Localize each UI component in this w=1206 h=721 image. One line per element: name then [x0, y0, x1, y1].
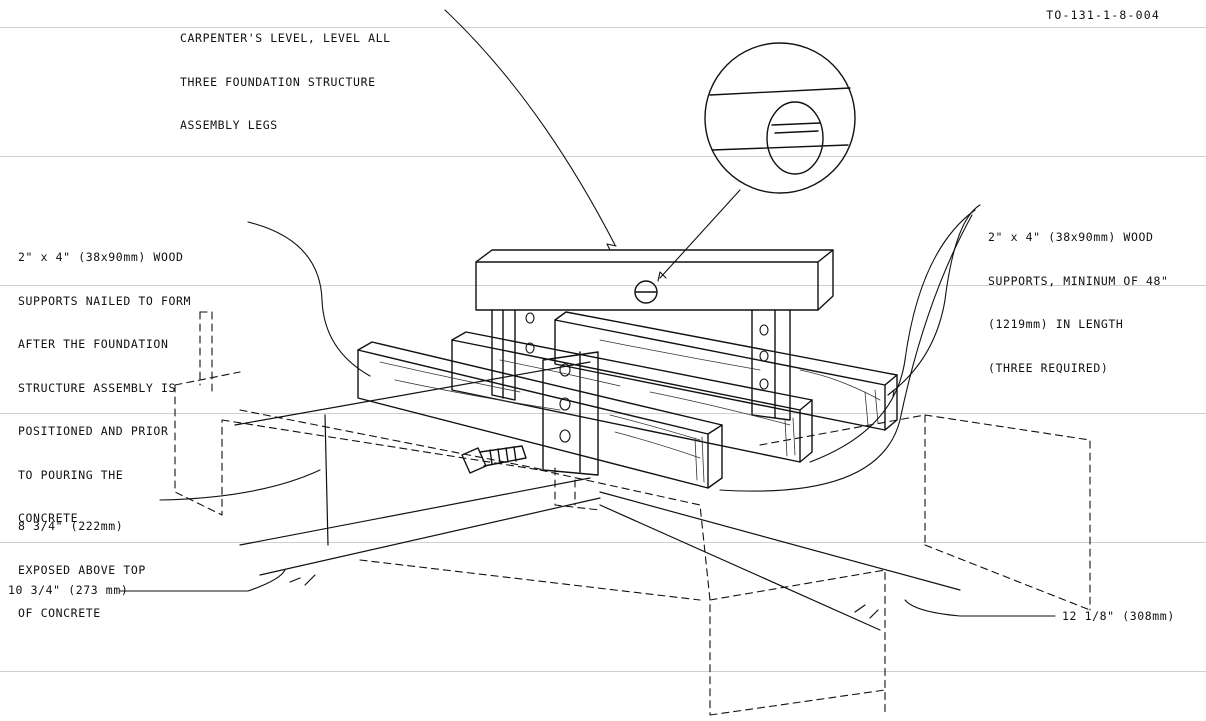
exposed-callout: 8 3/4" (222mm) EXPOSED ABOVE TOP OF CONC… [18, 490, 146, 635]
exposed-line: 8 3/4" (222mm) [18, 519, 124, 533]
dimension-lines [234, 361, 961, 631]
exposed-line: OF CONCRETE [18, 606, 101, 620]
callout-leaders [247, 9, 981, 492]
level-vial [634, 280, 658, 304]
wood-grain [379, 339, 881, 483]
dimension-leaders [119, 569, 1056, 617]
left-supports-line: TO POURING THE [18, 467, 124, 482]
page-rule [0, 27, 1206, 28]
wood-support-middle [451, 331, 813, 463]
page-rule [0, 542, 1206, 543]
exposed-dimension-leader [159, 469, 321, 501]
left-supports-line: SUPPORTS NAILED TO FORM [18, 293, 192, 308]
concrete-form-outline [174, 311, 1091, 716]
level-callout: CARPENTER'S LEVEL, LEVEL ALL THREE FOUND… [180, 2, 391, 147]
page-rule [0, 285, 1206, 286]
left-supports-line: AFTER THE FOUNDATION [18, 337, 169, 351]
page-rule [0, 671, 1206, 672]
left-supports-line: STRUCTURE ASSEMBLY IS [18, 380, 176, 395]
dimension-right-label: 12 1/8" (308mm) [1062, 609, 1175, 623]
bolt-holes [525, 312, 769, 443]
level-callout-line: ASSEMBLY LEGS [180, 118, 278, 132]
magnifier-detail [704, 42, 856, 194]
right-supports-line: SUPPORTS, MININUM OF 48" [988, 273, 1169, 288]
page-rule [0, 156, 1206, 157]
page-rule [0, 413, 1206, 414]
left-supports-callout: 2" x 4" (38x90mm) WOOD SUPPORTS NAILED T… [18, 221, 191, 540]
left-supports-line: CONCRETE [18, 511, 79, 525]
right-supports-callout: 2" x 4" (38x90mm) WOOD SUPPORTS, MININUM… [988, 201, 1169, 390]
wood-support-front [357, 341, 723, 489]
right-supports-line: (THREE REQUIRED) [988, 360, 1109, 375]
dimension-left-label: 10 3/4" (273 mm) [8, 583, 129, 597]
left-supports-line: POSITIONED AND PRIOR [18, 424, 169, 438]
right-supports-line: (1219mm) IN LENGTH [988, 317, 1124, 331]
left-supports-line: 2" x 4" (38x90mm) WOOD [18, 250, 184, 264]
level-callout-line: THREE FOUNDATION STRUCTURE [180, 74, 376, 89]
figure-code: TO-131-1-8-004 [1046, 8, 1160, 22]
level-callout-line: CARPENTER'S LEVEL, LEVEL ALL [180, 31, 391, 45]
exposed-line: EXPOSED ABOVE TOP [18, 562, 146, 577]
level-beam [475, 249, 834, 311]
right-supports-line: 2" x 4" (38x90mm) WOOD [988, 230, 1154, 244]
lag-bolt-icon [461, 445, 527, 474]
